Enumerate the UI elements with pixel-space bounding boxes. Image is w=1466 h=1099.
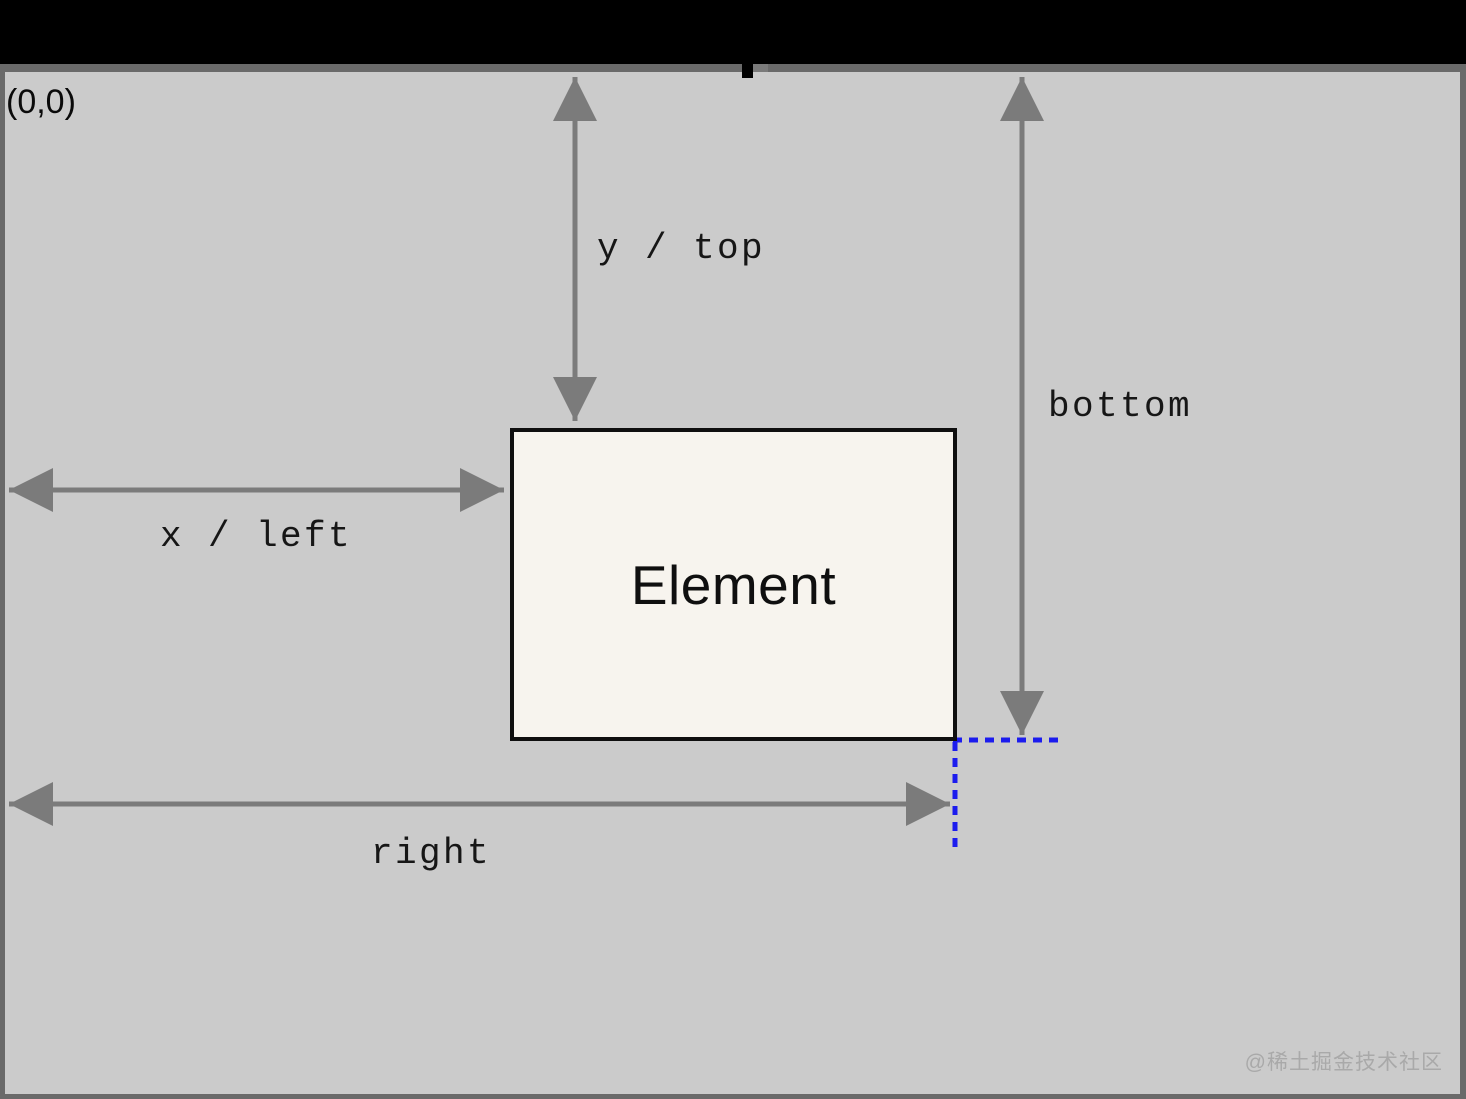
top-notch	[742, 64, 753, 78]
label-right: right	[371, 833, 492, 874]
top-notch-shadow	[753, 64, 768, 72]
element-box: Element	[510, 428, 957, 741]
label-x-left: x / left	[160, 516, 353, 557]
element-label: Element	[630, 553, 837, 616]
label-y-top: y / top	[597, 228, 766, 269]
origin-coordinate-label: (0,0)	[6, 83, 76, 121]
label-bottom: bottom	[1048, 386, 1193, 427]
letterbox-top-bar	[0, 0, 1466, 64]
watermark: @稀土掘金技术社区	[1244, 1051, 1443, 1074]
